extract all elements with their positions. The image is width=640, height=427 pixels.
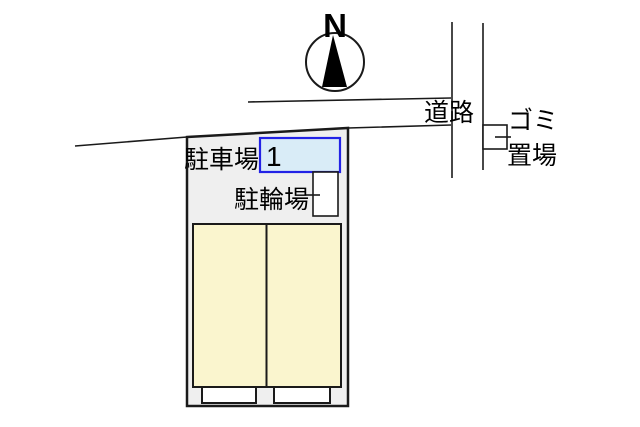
bicycle-parking-label: 駐輪場 bbox=[234, 186, 309, 214]
entrance-step-right bbox=[273, 386, 331, 404]
entrance-step-left bbox=[201, 386, 257, 404]
parking-space-1 bbox=[258, 136, 342, 174]
bicycle-parking-box bbox=[312, 171, 339, 217]
compass-needle-icon bbox=[322, 35, 347, 87]
compass-icon bbox=[305, 32, 365, 92]
parking-space-number: 1 bbox=[266, 141, 282, 172]
road-label: 道路 bbox=[424, 99, 474, 127]
garbage-label-line1: ゴミ bbox=[508, 107, 558, 135]
road-edge-lower-line bbox=[74, 124, 452, 147]
road-edge-upper-line bbox=[247, 97, 452, 103]
parking-label: 駐車場 bbox=[184, 146, 259, 174]
north-label: N bbox=[323, 7, 347, 44]
garbage-label-line2: 置場 bbox=[507, 142, 557, 170]
